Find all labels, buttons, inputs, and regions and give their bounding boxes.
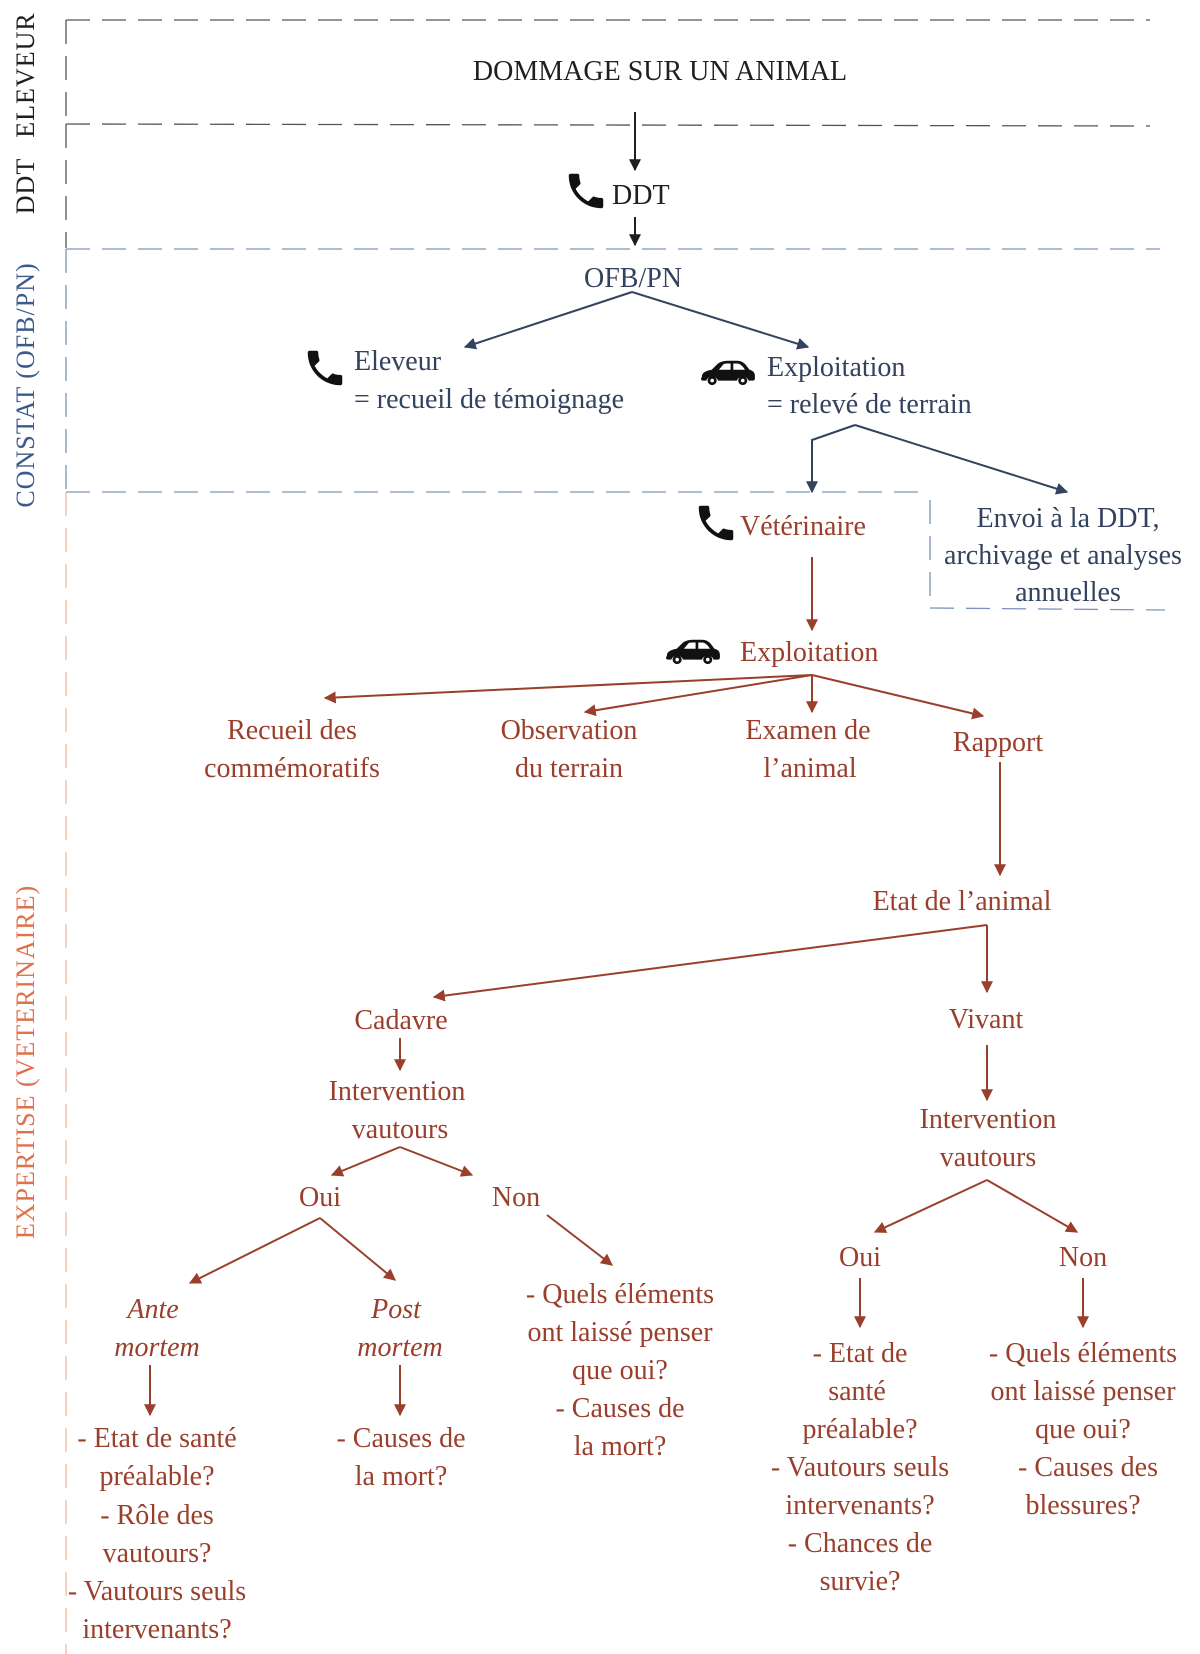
node-etat-animal: Etat de l’animal (873, 886, 1052, 917)
node-vivant: Vivant (949, 1004, 1024, 1035)
nodes-dark: DOMMAGE SUR UN ANIMAL DDT (473, 56, 847, 211)
node-viv-non-questions-line5: blessures? (1025, 1490, 1140, 1521)
nodes-red: Vétérinaire Exploitation Recueil des com… (68, 511, 1177, 1645)
separator-eleveur-ddt (65, 123, 1151, 127)
node-examen-line1: Examen de (745, 715, 870, 746)
node-cad-non-questions-line2: ont laissé penser (527, 1317, 713, 1348)
node-cadavre: Cadavre (354, 1005, 447, 1036)
node-cad-intervention-line1: Intervention (329, 1076, 466, 1107)
arrows-red (144, 557, 1089, 1417)
section-label-eleveur: ELEVEUR (11, 12, 40, 137)
arrow-cad-intervention-oui (330, 1146, 401, 1177)
node-viv-non-questions-line3: que oui? (1035, 1414, 1131, 1445)
node-ante-questions-line1: - Etat de santé (77, 1423, 236, 1454)
node-viv-non-questions-line4: - Causes des (1018, 1452, 1158, 1483)
node-eleveur-subtitle: = recueil de témoignage (354, 384, 624, 415)
arrow-oui-ante (188, 1217, 321, 1284)
node-ddt: DDT (612, 180, 670, 211)
phone-icon (568, 173, 604, 209)
car-icon (700, 360, 755, 386)
node-veterinaire: Vétérinaire (740, 511, 866, 542)
node-dommage: DOMMAGE SUR UN ANIMAL (473, 56, 847, 87)
arrow-cad-intervention-non (399, 1146, 474, 1177)
arrow-ofb-exploitation (631, 291, 810, 350)
node-viv-oui-questions-line5: intervenants? (785, 1490, 934, 1521)
node-viv-oui: Oui (839, 1242, 881, 1273)
arrow-to-rapport (811, 674, 985, 720)
node-cad-intervention-line2: vautours (352, 1114, 448, 1145)
node-cad-non-questions-line5: la mort? (574, 1431, 667, 1462)
arrow-oui-post (319, 1217, 396, 1281)
arrow-non-questions (546, 1214, 613, 1266)
node-envoi-line3: annuelles (1015, 577, 1121, 608)
node-envoi-line2: archivage et analyses (944, 540, 1182, 571)
node-cad-non-questions-line4: - Causes de (555, 1393, 684, 1424)
arrow-viv-intervention-oui (873, 1179, 988, 1233)
node-observation-line2: du terrain (515, 753, 623, 784)
node-rapport: Rapport (953, 727, 1043, 758)
phone-icon (307, 350, 343, 386)
node-ante-line1: Ante (125, 1294, 178, 1325)
node-eleveur-title: Eleveur (354, 346, 442, 377)
node-cad-non: Non (492, 1182, 540, 1213)
node-recueil-line2: commémoratifs (204, 753, 380, 784)
section-label-expertise: EXPERTISE (VETERINAIRE) (11, 885, 40, 1239)
arrow-ofb-eleveur (463, 291, 633, 350)
node-viv-oui-questions-line6: - Chances de (788, 1528, 933, 1559)
arrow-etat-cadavre (432, 924, 988, 1002)
node-ante-line2: mortem (114, 1332, 200, 1363)
node-post-line1: Post (370, 1294, 422, 1325)
node-viv-oui-questions-line7: survie? (820, 1566, 901, 1597)
node-exploitation-constat-subtitle: = relevé de terrain (767, 389, 972, 420)
arrows-blue (463, 291, 1069, 495)
node-cad-non-questions-line3: que oui? (572, 1355, 668, 1386)
node-ofb: OFB/PN (584, 263, 682, 294)
node-viv-oui-questions-line2: santé (828, 1376, 886, 1407)
arrow-viv-intervention-non (986, 1179, 1079, 1233)
node-ante-questions-line5: - Vautours seuls (68, 1576, 246, 1607)
node-viv-intervention-line2: vautours (940, 1142, 1036, 1173)
arrow-exploitation-veterinaire (806, 424, 856, 494)
node-post-line2: mortem (357, 1332, 443, 1363)
phone-icon (698, 505, 734, 541)
icons (307, 173, 755, 665)
node-post-questions-line1: - Causes de (336, 1423, 465, 1454)
node-cad-oui: Oui (299, 1182, 341, 1213)
node-observation-line1: Observation (501, 715, 638, 746)
node-ante-questions-line3: - Rôle des (100, 1500, 214, 1531)
node-cad-non-questions-line1: - Quels éléments (526, 1279, 714, 1310)
node-ante-questions-line6: intervenants? (82, 1614, 231, 1645)
section-label-ddt: DDT (11, 158, 40, 214)
node-viv-oui-questions-line3: préalable? (802, 1414, 917, 1445)
node-ante-questions-line2: préalable? (99, 1461, 214, 1492)
node-envoi-line1: Envoi à la DDT, (977, 503, 1160, 534)
car-icon (665, 639, 720, 665)
node-ante-questions-line4: vautours? (103, 1538, 212, 1569)
node-viv-oui-questions-line4: - Vautours seuls (771, 1452, 949, 1483)
nodes-blue: OFB/PN Eleveur = recueil de témoignage E… (354, 263, 1182, 608)
node-post-questions-line2: la mort? (355, 1461, 448, 1492)
node-viv-non-questions-line2: ont laissé penser (990, 1376, 1176, 1407)
node-viv-intervention-line1: Intervention (920, 1104, 1057, 1135)
section-separators (65, 19, 1166, 1654)
node-viv-non: Non (1059, 1242, 1107, 1273)
arrow-to-recueil (323, 674, 813, 704)
node-exploitation-expertise: Exploitation (740, 637, 878, 668)
node-viv-non-questions-line1: - Quels éléments (989, 1338, 1177, 1369)
node-viv-oui-questions-line1: - Etat de (813, 1338, 908, 1369)
section-labels: ELEVEUR DDT CONSTAT (OFB/PN) EXPERTISE (… (11, 12, 40, 1239)
separator-envoi-box (929, 500, 1166, 611)
arrow-to-observation (583, 674, 813, 717)
node-examen-line2: l’animal (763, 753, 857, 784)
arrow-exploitation-envoi (854, 424, 1069, 495)
node-recueil-line1: Recueil des (227, 715, 357, 746)
section-label-constat: CONSTAT (OFB/PN) (11, 262, 40, 507)
node-exploitation-constat-title: Exploitation (767, 352, 905, 383)
